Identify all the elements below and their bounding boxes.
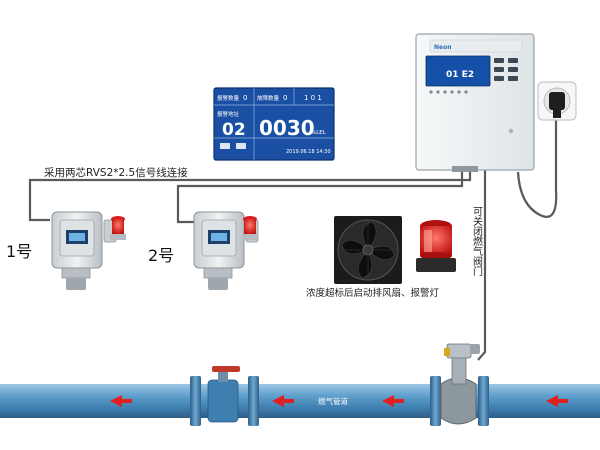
panel-indicator-2 xyxy=(236,143,246,149)
detector-1-label: 1号 xyxy=(6,242,32,261)
panel-footer-text: 2019.06.18 14:30 xyxy=(286,149,331,155)
controller-led-row xyxy=(429,90,468,94)
signal-wiring xyxy=(28,118,558,361)
valve-coil-connector xyxy=(444,348,450,356)
panel-label-address: 报警地址 xyxy=(217,110,240,118)
valve-handle xyxy=(212,366,240,372)
controller-lcd xyxy=(425,55,491,87)
manual-ball-valve xyxy=(207,366,240,423)
wiring-label: 采用两芯RVS2*2.5信号线连接 xyxy=(44,166,188,179)
pipe-flange-1 xyxy=(190,376,201,426)
controller-screw xyxy=(508,128,514,134)
panel-label-alarm-count: 报警数量 xyxy=(217,94,240,102)
controller-lcd-digits: 01 E2 xyxy=(446,70,474,80)
solenoid-shutoff-valve xyxy=(440,343,480,425)
pipe-flange-4 xyxy=(478,376,489,426)
detector-2-label: 2号 xyxy=(148,246,174,265)
panel-reading-value: 0030 xyxy=(259,116,315,140)
flow-arrow-1 xyxy=(110,395,132,407)
power-plug xyxy=(549,92,565,110)
flow-arrow-3 xyxy=(272,395,294,407)
panel-reading-unit: %LEL xyxy=(311,130,327,136)
wall-socket xyxy=(537,81,577,121)
flow-arrow-4 xyxy=(382,395,404,407)
panel-indicator-1 xyxy=(220,143,230,149)
panel-label-fault-count: 故障数量 xyxy=(257,94,280,102)
panel-value-alarm-count: 0 xyxy=(243,94,247,102)
panel-value-misc: 1 0 1 xyxy=(304,94,322,102)
gas-pipe: 燃气管道 xyxy=(0,376,600,426)
controller-brand: Neon xyxy=(434,44,451,51)
pipe-flange-3 xyxy=(430,376,441,426)
pipe-label: 燃气管道 xyxy=(318,396,348,406)
gas-detector-2 xyxy=(193,211,259,290)
flow-arrow-5 xyxy=(546,395,568,407)
lcd-display-panel: 报警数量 故障数量 0 0 1 0 1 报警地址 02 0030 %LEL 20… xyxy=(213,87,335,161)
pipe-flange-2 xyxy=(248,376,259,426)
gas-detector-1 xyxy=(51,211,126,290)
alarm-controller: Neon 01 E2 xyxy=(415,33,535,172)
exhaust-fan xyxy=(334,216,402,284)
controller-cable-gland xyxy=(452,166,478,172)
panel-address-value: 02 xyxy=(222,120,246,140)
alarm-lamp xyxy=(416,220,456,272)
panel-value-fault-count: 0 xyxy=(283,94,287,102)
valve-caption: 可关闭燃气阀门 xyxy=(471,206,483,277)
controller-keypad xyxy=(494,58,518,81)
fan-caption: 浓度超标后启动排风扇、报警灯 xyxy=(306,287,440,299)
